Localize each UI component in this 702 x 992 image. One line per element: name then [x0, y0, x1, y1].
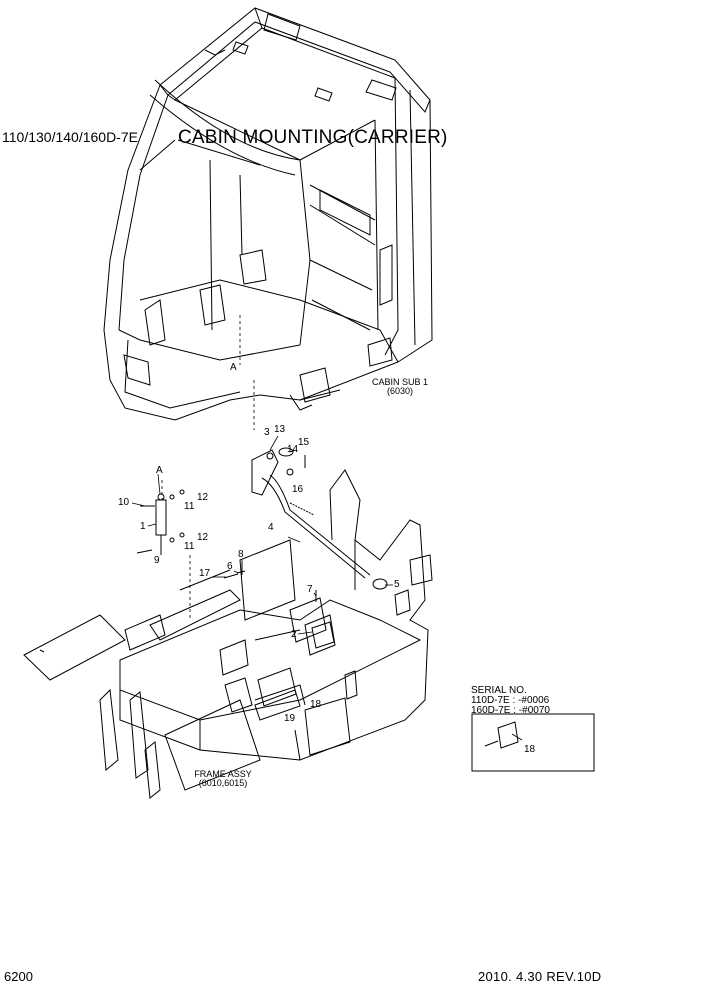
cabin-sub-code: (6030)	[386, 386, 413, 396]
callout-12-upper[interactable]: 12	[197, 492, 209, 503]
callout-11-lower[interactable]: 11	[184, 541, 195, 552]
callout-17[interactable]: 17	[199, 568, 211, 579]
callout-A-cabin[interactable]: A	[230, 362, 237, 373]
serial-inset-box	[471, 713, 595, 772]
serial-inset-part	[484, 721, 523, 749]
callout-3[interactable]: 3	[264, 427, 270, 438]
revision-date: 2010. 4.30 REV.10D	[478, 969, 602, 984]
cabin-sub-name: CABIN SUB 1	[372, 377, 429, 387]
callout-10[interactable]: 10	[118, 497, 130, 508]
callout-8[interactable]: 8	[238, 549, 244, 560]
serial-info: SERIAL NO. 110D-7E : -#0006 160D-7E : -#…	[471, 686, 550, 716]
callout-2[interactable]: 2	[291, 629, 297, 640]
callout-9[interactable]: 9	[154, 555, 160, 566]
frame-drawing	[23, 469, 433, 799]
frame-assy-name: FRAME ASSY	[194, 769, 252, 779]
serial-inset-callout-18[interactable]: 18	[524, 744, 536, 755]
callout-11-upper[interactable]: 11	[184, 501, 195, 512]
callout-19[interactable]: 19	[284, 713, 296, 724]
page-number: 6200	[4, 969, 33, 984]
page-title: CABIN MOUNTING(CARRIER)	[178, 127, 448, 148]
callout-14[interactable]: 14	[287, 444, 299, 455]
frame-assy-label: FRAME ASSY (6010,6015)	[188, 770, 258, 788]
callout-7[interactable]: 7	[307, 584, 313, 595]
callout-18[interactable]: 18	[310, 699, 322, 710]
cabin-drawing	[103, 7, 433, 421]
callout-A-cylinder[interactable]: A	[156, 465, 163, 476]
model-number: 110/130/140/160D-7E	[2, 129, 138, 145]
callout-12-lower[interactable]: 12	[197, 532, 209, 543]
callout-6[interactable]: 6	[227, 561, 233, 572]
cabin-sub-label: CABIN SUB 1 (6030)	[372, 378, 428, 396]
serial-heading: SERIAL NO.	[471, 685, 527, 696]
serial-line-110d: 110D-7E : -#0006	[471, 695, 550, 706]
callout-15[interactable]: 15	[298, 437, 310, 448]
callout-1[interactable]: 1	[140, 521, 146, 532]
callout-13[interactable]: 13	[274, 424, 286, 435]
callout-5[interactable]: 5	[394, 579, 400, 590]
callout-16[interactable]: 16	[292, 484, 304, 495]
callout-4[interactable]: 4	[268, 522, 274, 533]
serial-line-160d: 160D-7E : -#0070	[471, 705, 550, 716]
frame-assy-code: (6010,6015)	[198, 778, 248, 788]
